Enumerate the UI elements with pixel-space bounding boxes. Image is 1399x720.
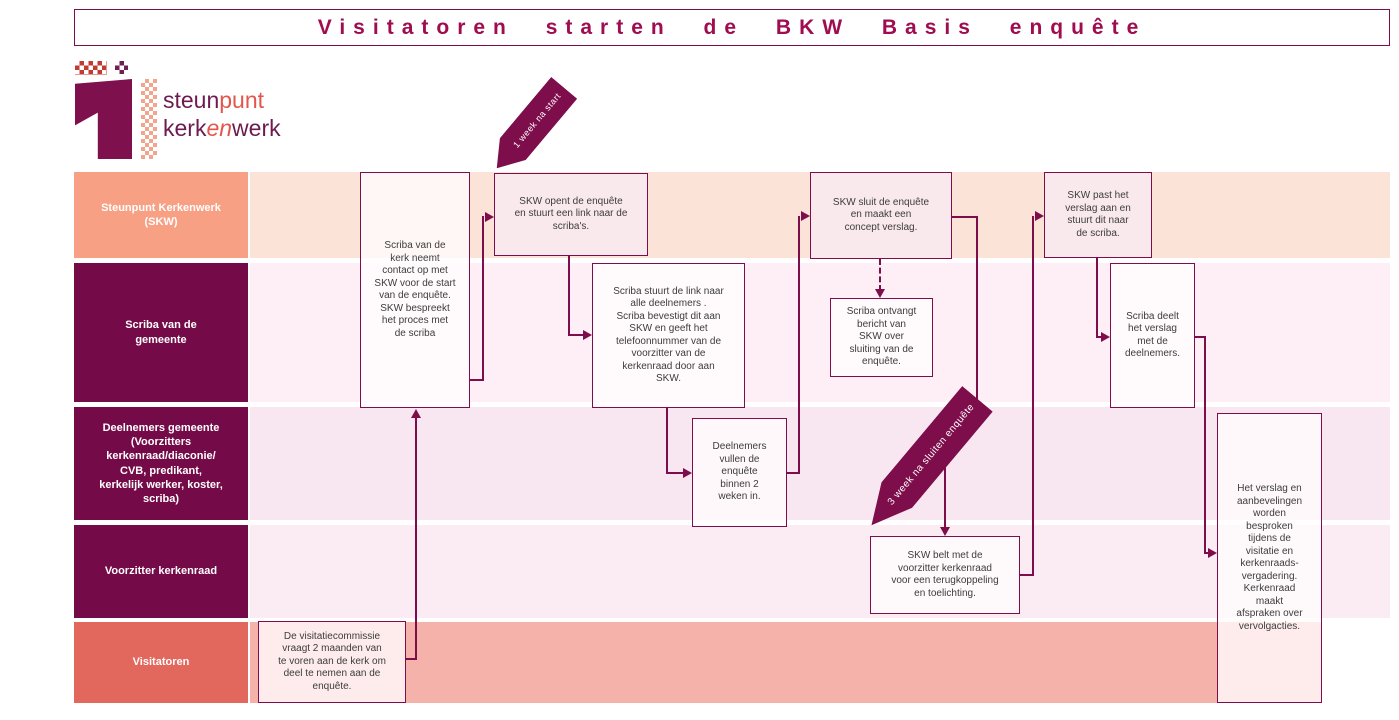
connector-deelt-to-verslag-seg <box>1204 336 1206 554</box>
logo-checker-square-icon <box>115 61 128 74</box>
arrow-right-icon <box>583 330 592 340</box>
arrow-right-icon <box>1035 211 1044 221</box>
logo-dot-column-icon <box>141 79 157 159</box>
connector-belt-to-past-seg <box>1032 216 1034 576</box>
title-bar: Visitatoren starten de BKW Basis enquête <box>74 9 1390 46</box>
arrow-right-icon <box>1101 332 1110 342</box>
logo-word-punt: punt <box>219 87 265 113</box>
connector-deelt-to-verslag-seg <box>1195 336 1206 338</box>
process-box-scriba-deelt: Scriba deelt het verslag met de deelneme… <box>1110 263 1195 408</box>
lane-label-visitatoren: Visitatoren <box>132 656 190 669</box>
process-box-visitatiecommissie: De visitatiecommissie vraagt 2 maanden v… <box>258 621 406 703</box>
connector-contact-to-opent-seg <box>482 216 484 381</box>
connector-stuurt-to-vullen-seg <box>666 408 668 474</box>
lane-bg-visitatoren <box>250 622 1322 703</box>
logo-word-en: en <box>206 115 233 141</box>
connector-opent-to-stuurt-seg <box>568 256 570 336</box>
connector-visitatie-to-contact-seg <box>415 418 417 660</box>
arrow-right-icon <box>485 212 494 222</box>
lane-label-skw: Steunpunt Kerkenwerk (SKW) <box>101 201 221 228</box>
process-box-skw-belt: SKW belt met de voorzitter kerkenraad vo… <box>870 536 1020 614</box>
process-box-scriba-contact: Scriba van de kerk neemt contact op met … <box>360 172 470 408</box>
logo-checker-strip-icon <box>75 61 107 75</box>
connector-belt-to-past-seg <box>1020 574 1034 576</box>
process-box-skw-opent: SKW opent de enquête en stuurt een link … <box>494 173 648 256</box>
arrow-up-icon <box>411 409 421 418</box>
lane-header-voorzitter: Voorzitter kerkenraad <box>74 525 248 618</box>
logo-word-kerk: kerk <box>163 115 207 141</box>
connector-opent-to-stuurt-seg <box>568 334 584 336</box>
connector-deelt-to-verslag-seg <box>1204 552 1210 554</box>
connector-sluit-to-belt-seg <box>952 216 978 218</box>
process-box-deelnemers-vullen: Deelnemers vullen de enquête binnen 2 we… <box>692 418 787 527</box>
lane-label-scriba: Scriba van de gemeente <box>125 319 197 346</box>
arrow-right-icon <box>1208 548 1217 558</box>
connector-sluit-to-belt-seg <box>976 216 978 427</box>
process-box-scriba-ontvangt: Scriba ontvangt bericht van SKW over slu… <box>830 298 933 377</box>
connector-stuurt-to-vullen-seg <box>666 472 684 474</box>
process-box-scriba-stuurt: Scriba stuurt de link naar alle deelneme… <box>592 263 745 408</box>
connector-visitatie-to-contact-seg <box>406 658 417 660</box>
logo-line-kerkenwerk: kerkenwerk <box>163 114 281 142</box>
lane-header-visitatoren: Visitatoren <box>74 622 248 703</box>
lane-header-scriba: Scriba van de gemeente <box>74 263 248 402</box>
logo: steunpunt kerkenwerk <box>75 58 325 166</box>
logo-one-mark-icon <box>75 79 132 159</box>
connector-vullen-to-sluit-seg <box>787 472 800 474</box>
logo-word-werk: werk <box>232 115 281 141</box>
lane-header-deelnemers: Deelnemers gemeente (Voorzitters kerkenr… <box>74 407 248 520</box>
connector-past-to-deelt-seg <box>1096 258 1098 338</box>
process-box-skw-sluit: SKW sluit de enquête en maakt een concep… <box>810 172 952 259</box>
lane-bg-voorzitter <box>250 525 1390 618</box>
arrow-down-icon <box>940 527 950 536</box>
connector-contact-to-opent-seg <box>470 379 484 381</box>
banner-1-week-na-start: 1 week na start <box>484 77 578 179</box>
logo-wordmark: steunpunt kerkenwerk <box>163 86 281 142</box>
logo-word-steun: steun <box>163 87 220 113</box>
process-box-skw-past: SKW past het verslag aan en stuurt dit n… <box>1044 172 1152 258</box>
arrow-down-icon <box>875 289 885 298</box>
process-box-verslag-besproken: Het verslag en aanbevelingen worden besp… <box>1217 413 1322 703</box>
arrow-right-icon <box>683 468 692 478</box>
connector-past-to-deelt-seg <box>1096 336 1104 338</box>
lane-label-voorzitter: Voorzitter kerkenraad <box>104 565 218 578</box>
connector-vullen-to-sluit-seg <box>798 216 800 474</box>
lane-bg-deelnemers <box>250 407 1390 520</box>
page-title: Visitatoren starten de BKW Basis enquête <box>317 15 1147 39</box>
lane-header-skw: Steunpunt Kerkenwerk (SKW) <box>74 172 248 258</box>
connector-sluit-to-ontvangt-dashed-seg <box>879 259 881 291</box>
banner-1-week-label: 1 week na start <box>511 90 563 150</box>
arrow-right-icon <box>801 211 810 221</box>
lane-label-deelnemers: Deelnemers gemeente (Voorzitters kerkenr… <box>99 421 223 506</box>
logo-line-steunpunt: steunpunt <box>163 86 281 114</box>
connector-sluit-to-belt-seg <box>944 425 946 528</box>
